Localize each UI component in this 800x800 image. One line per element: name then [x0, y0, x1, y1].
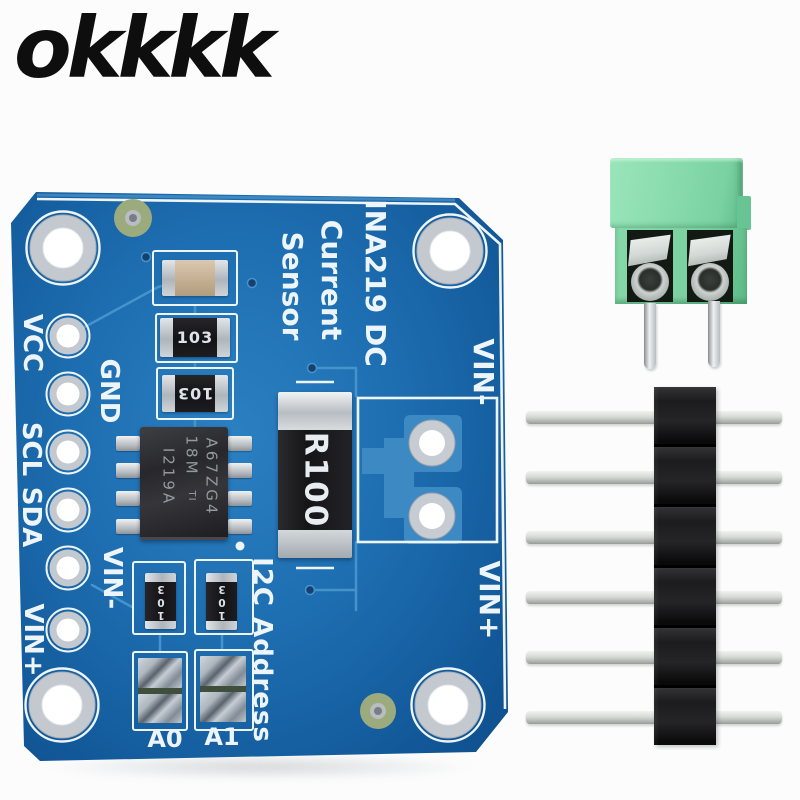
- terminal-pin: [644, 303, 656, 369]
- resistor-code: 103: [154, 581, 167, 621]
- ti-logo: TI: [186, 490, 197, 502]
- a1-jumper-pad: [200, 656, 246, 686]
- header-pads: [45, 313, 91, 653]
- shunt-pad-ticks: [296, 380, 334, 570]
- capacitor-body: [175, 260, 215, 296]
- ic-marking-line2: 18M: [182, 435, 201, 477]
- terminal-upper-body: [610, 158, 743, 228]
- fiducial-dots: [114, 199, 396, 729]
- ic-pin: [228, 436, 252, 451]
- ic-pin: [116, 519, 140, 534]
- ic-marking-line1: I219A: [159, 447, 178, 507]
- board-title-line3: Sensor: [276, 231, 309, 341]
- board-title-line1: INA219 DC: [359, 199, 392, 367]
- pin-label-vin-plus: VIN+: [18, 603, 48, 677]
- a1-jumper-pad: [200, 692, 246, 722]
- pin1-dot: [235, 541, 245, 551]
- shunt-terminal: [278, 392, 352, 430]
- screw-terminal-block: [600, 150, 760, 380]
- ic-pin: [116, 491, 140, 506]
- copper-traces: [68, 282, 358, 654]
- pin-header: [520, 385, 800, 750]
- resistor-103: 103: [145, 573, 176, 629]
- shunt-resistor: R100: [278, 392, 352, 558]
- resistor-103: 103: [160, 318, 230, 357]
- component-outline-boxes: [132, 250, 499, 731]
- pin-label-vcc: VCC: [17, 313, 47, 373]
- watermark: okkkk: [14, 0, 275, 97]
- header-body-segment: [654, 387, 716, 448]
- terminal-clamp-opening: [627, 230, 673, 302]
- shunt-terminal: [278, 530, 352, 558]
- a0-jumper-gap: [138, 688, 182, 694]
- ina219-ic: [140, 427, 228, 540]
- terminal-holes: [408, 419, 456, 540]
- terminal-clamp-opening: [687, 230, 733, 302]
- ic-pin: [116, 436, 140, 451]
- ic-pin: [116, 463, 140, 478]
- header-body-segment: [654, 687, 716, 746]
- capacitor-terminal: [162, 260, 175, 296]
- pin-label-gnd: GND: [94, 358, 124, 424]
- jumper-label-a0: A0: [147, 725, 183, 753]
- pin-label-sda: SDA: [16, 486, 46, 548]
- ic-pin: [228, 491, 252, 506]
- silkscreen-border-line: [36, 197, 507, 710]
- pin-label-vin-minus: VIN-: [97, 546, 127, 610]
- a0-jumper-pad: [138, 658, 182, 688]
- ic-pin: [228, 519, 252, 534]
- wire-clamp: [691, 263, 729, 301]
- vias: [140, 251, 318, 596]
- terminal-pin: [708, 301, 720, 367]
- jumper-label-a1: A1: [204, 723, 240, 751]
- header-body-segment: [654, 507, 716, 568]
- resistor-code: 103: [215, 582, 228, 621]
- edge-label-vin-minus: VIN-: [467, 338, 500, 406]
- i2c-address-label: I2C Address: [247, 557, 277, 743]
- header-body-segment: [654, 447, 716, 508]
- resistor-code: 103: [176, 384, 214, 403]
- shunt-label: R100: [297, 431, 333, 529]
- mounting-holes: [24, 210, 488, 743]
- ina219-module-board: 103 103 103 103: [11, 192, 508, 761]
- wire-clamp: [631, 263, 669, 301]
- resistor-103: 103: [206, 573, 237, 630]
- header-body-segment: [654, 627, 716, 688]
- header-body-segment: [654, 567, 716, 628]
- pin-label-scl: SCL: [16, 421, 46, 477]
- a0-jumper-pad: [138, 694, 182, 723]
- resistor-code: 103: [176, 328, 214, 347]
- terminal-outline-box: [356, 396, 499, 544]
- pcb-silkscreen: [24, 193, 507, 743]
- resistor-103: 103: [162, 375, 228, 412]
- header-plastic-body: [654, 387, 716, 746]
- board-title-line2: Current: [315, 219, 348, 341]
- ic-marking-line3: A67ZG4: [202, 437, 221, 517]
- capacitor-terminal: [215, 260, 228, 296]
- capacitor: [162, 260, 228, 296]
- edge-label-vin-plus: VIN+: [473, 560, 506, 640]
- board-edge-highlight: [36, 193, 456, 202]
- terminal-side-tab: [737, 196, 751, 230]
- a1-jumper-gap: [200, 686, 246, 692]
- ic-pin: [228, 463, 252, 478]
